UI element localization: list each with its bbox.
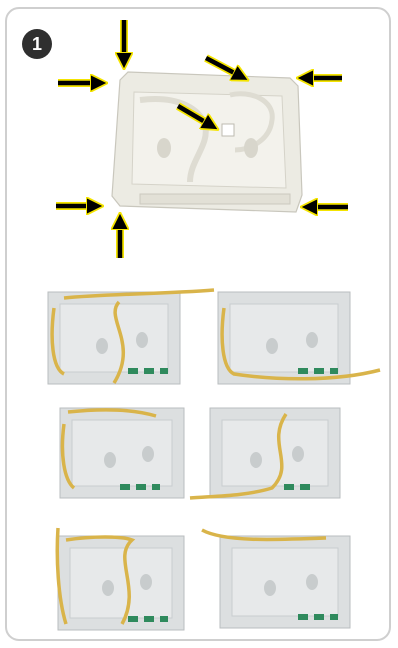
tray-variant-2 — [218, 292, 380, 384]
tray-variant-6 — [202, 530, 350, 628]
tray-variant-1 — [48, 290, 214, 384]
tray-variant-3 — [60, 408, 184, 498]
tray-variant-5 — [57, 528, 184, 630]
tray-variant-4 — [190, 408, 340, 498]
